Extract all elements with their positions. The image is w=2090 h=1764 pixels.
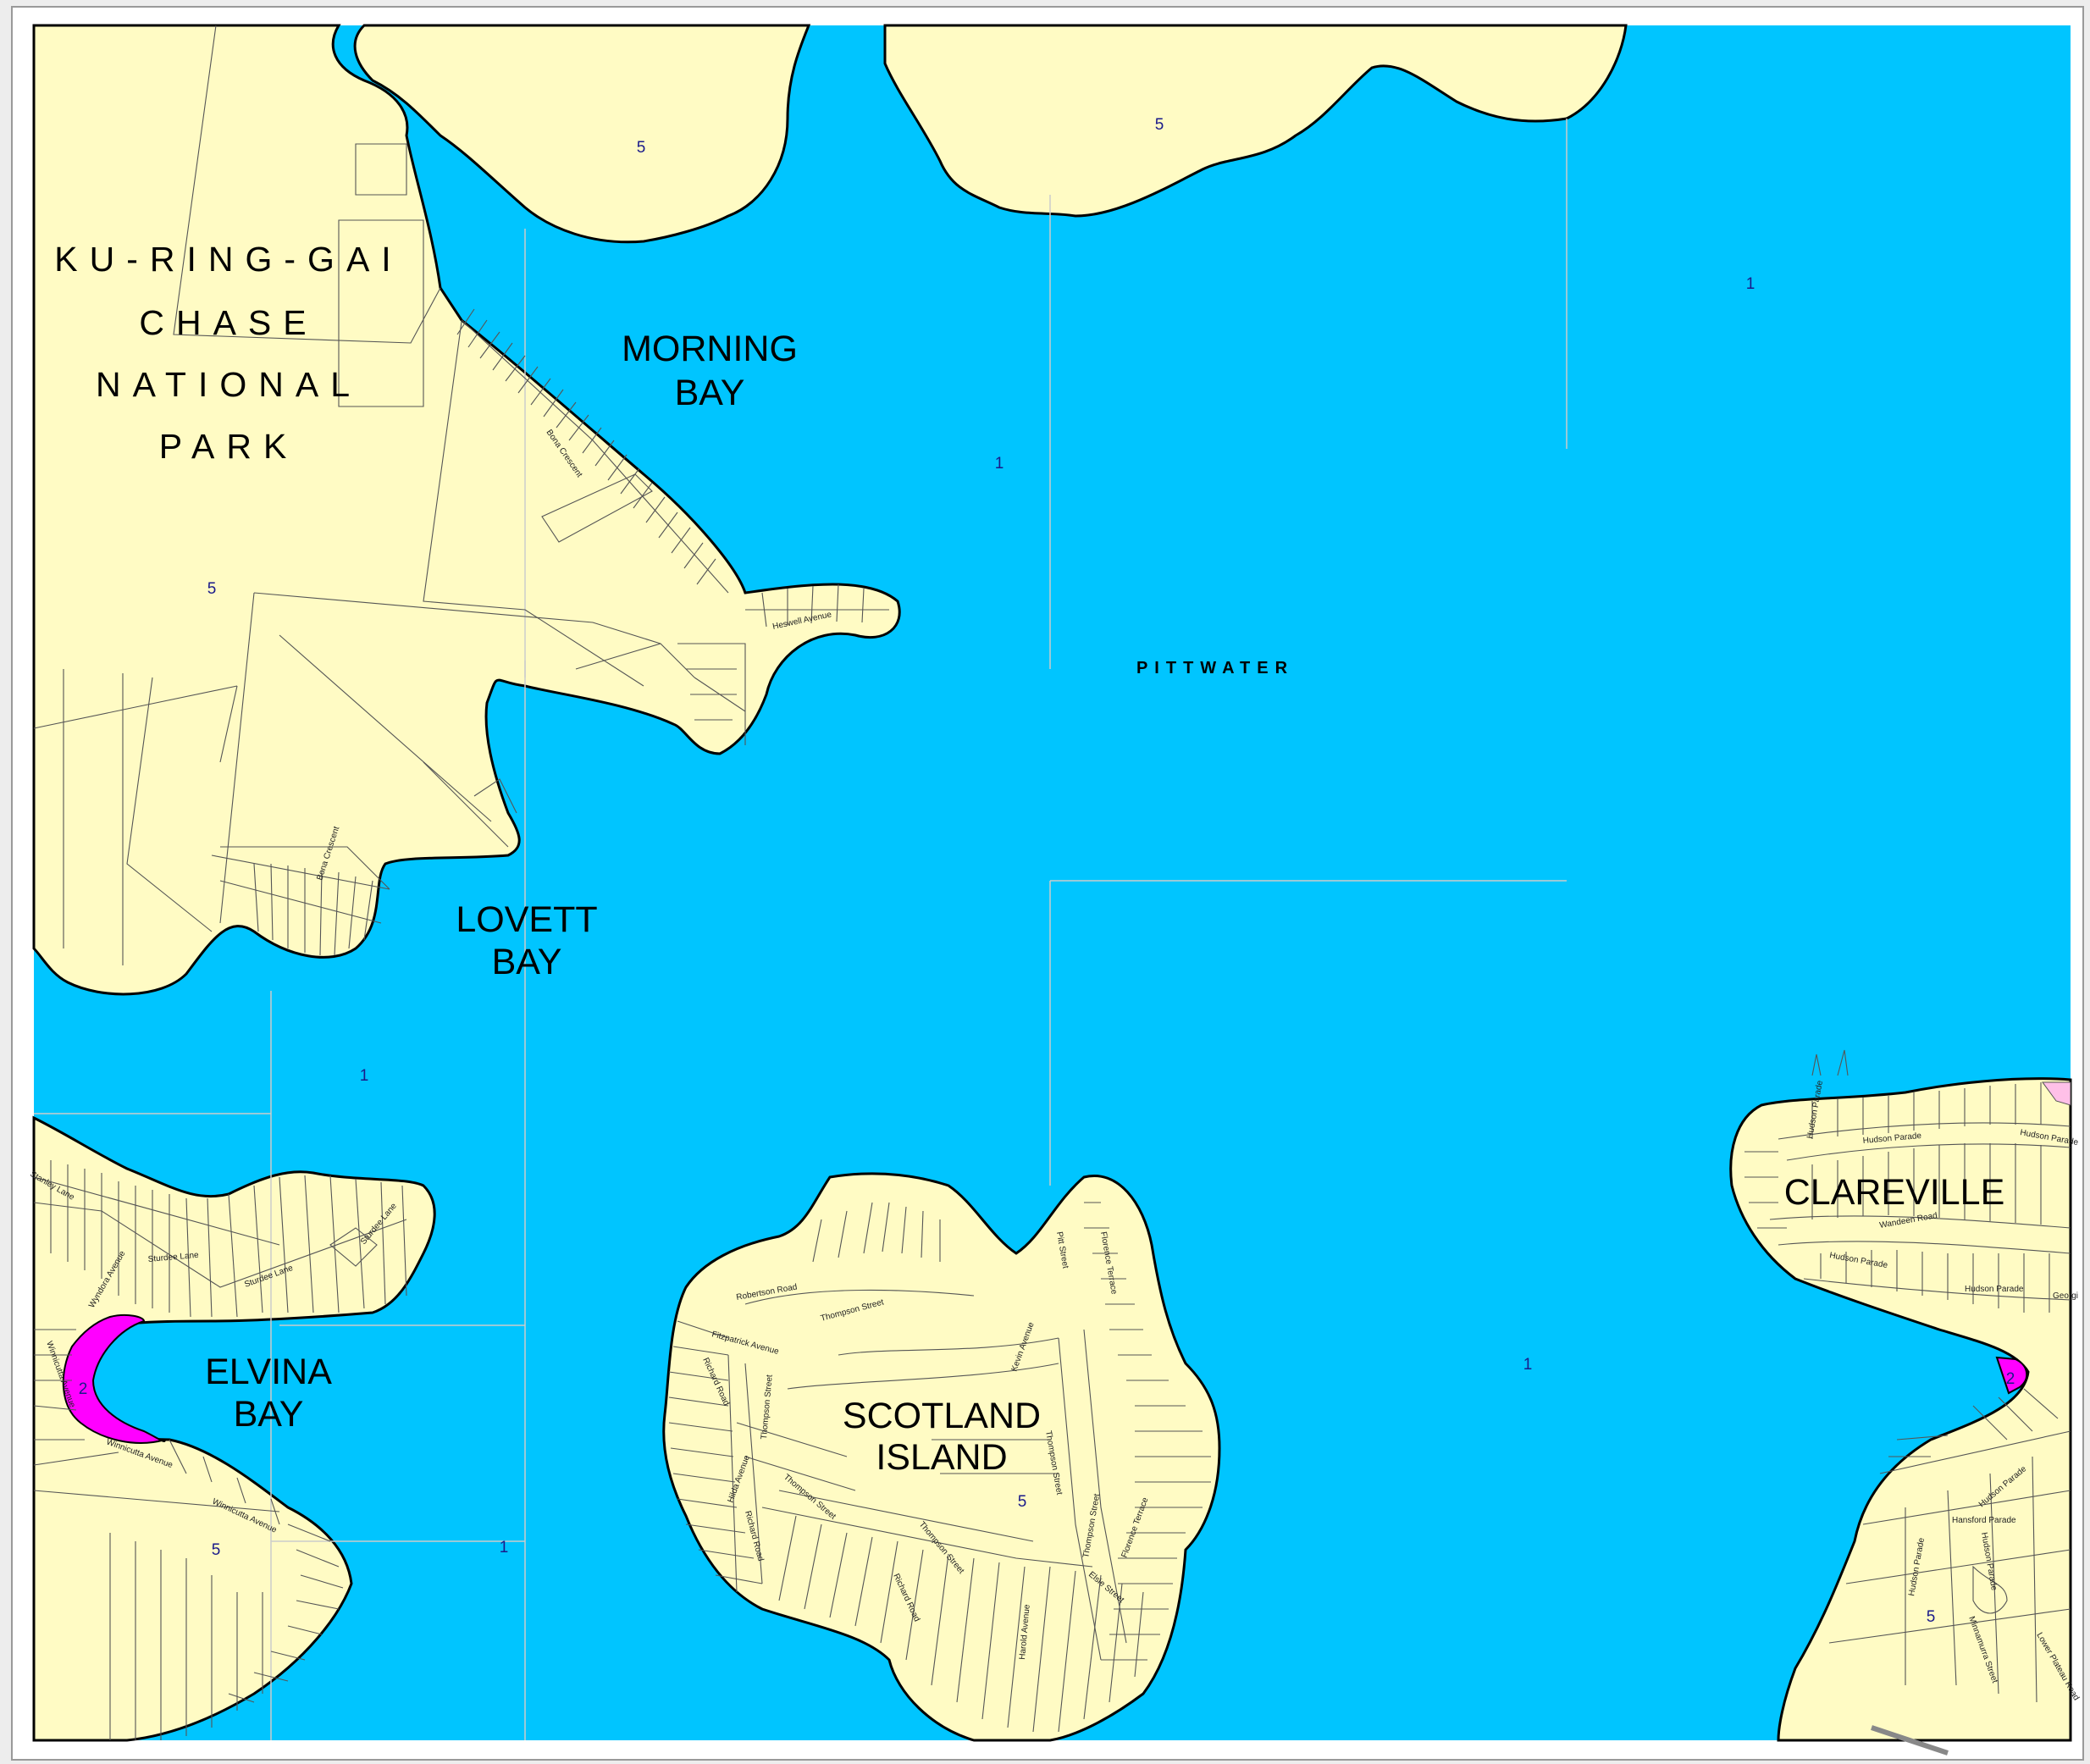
- north-headland-east-land: [883, 24, 1628, 218]
- zone-label: 5: [637, 139, 646, 157]
- zone-pink-area: [2042, 1081, 2071, 1106]
- ku-ring-gai-label-line4: PARK: [159, 427, 299, 466]
- water-boundary-lines: [34, 119, 1568, 1740]
- zone-labels: 5 5 5 5 5 5 1 1 1 1 1 2 2: [79, 116, 2015, 1626]
- morning-bay-label-line2: BAY: [675, 373, 745, 413]
- lovett-bay-label-line1: LOVETT: [456, 899, 597, 940]
- park-boundary-lines: [33, 25, 746, 965]
- ku-ring-gai-chase-national-park-land: [32, 24, 901, 996]
- place-labels: KU-RING-GAI CHASE NATIONAL PARK MORNING …: [54, 240, 2004, 1478]
- street-label: Hansford Parade: [1952, 1516, 2016, 1525]
- zone-label: 5: [1155, 116, 1164, 134]
- ku-ring-gai-label-line2: CHASE: [139, 303, 318, 342]
- scotland-island-label-line2: ISLAND: [876, 1437, 1007, 1478]
- zone-2-elvina-area: [62, 1313, 167, 1444]
- zone-label: 1: [1746, 275, 1755, 293]
- ku-ring-gai-label-line3: NATIONAL: [96, 365, 362, 404]
- zone-label: 2: [79, 1380, 88, 1398]
- zone-label: 1: [500, 1539, 509, 1557]
- street-label: Georgi: [2053, 1291, 2078, 1301]
- zone-label: 5: [207, 580, 217, 598]
- zone-label: 1: [995, 455, 1004, 473]
- scotland-island-lots: [668, 1202, 1211, 1733]
- zone-label: 1: [1523, 1356, 1533, 1374]
- elvina-bay-label-line2: BAY: [234, 1394, 304, 1435]
- ku-ring-gai-label-line1: KU-RING-GAI: [54, 240, 402, 279]
- street-label: Hudson Parade: [1965, 1285, 2024, 1294]
- elvina-bay-lots: [33, 1160, 407, 1740]
- zone-label: 1: [360, 1067, 369, 1085]
- scotland-island-label-line1: SCOTLAND: [843, 1396, 1041, 1436]
- clareville-lots: [1744, 1049, 2071, 1756]
- zone-label: 5: [1927, 1608, 1936, 1626]
- pittwater-label: PITTWATER: [1136, 659, 1294, 677]
- elvina-bay-label-line1: ELVINA: [205, 1352, 332, 1392]
- zone-label: 5: [1018, 1493, 1027, 1511]
- scotland-island-land: [662, 1172, 1221, 1742]
- lovett-bay-label-line2: BAY: [492, 942, 562, 982]
- clareville-land: [1729, 1077, 2072, 1742]
- lovett-bay-lots: [211, 761, 517, 956]
- zone-label: 2: [2006, 1370, 2015, 1388]
- street-label: Sturdee Lane: [147, 1251, 199, 1264]
- elvina-bay-land: [32, 1115, 436, 1742]
- zone-label: 5: [212, 1541, 221, 1559]
- zone-2-clareville-area: [1995, 1356, 2028, 1395]
- morning-bay-label-line1: MORNING: [622, 329, 798, 369]
- morning-bay-lots: [456, 308, 889, 745]
- clareville-label: CLAREVILLE: [1784, 1172, 2005, 1213]
- north-headland-west-land: [353, 24, 811, 244]
